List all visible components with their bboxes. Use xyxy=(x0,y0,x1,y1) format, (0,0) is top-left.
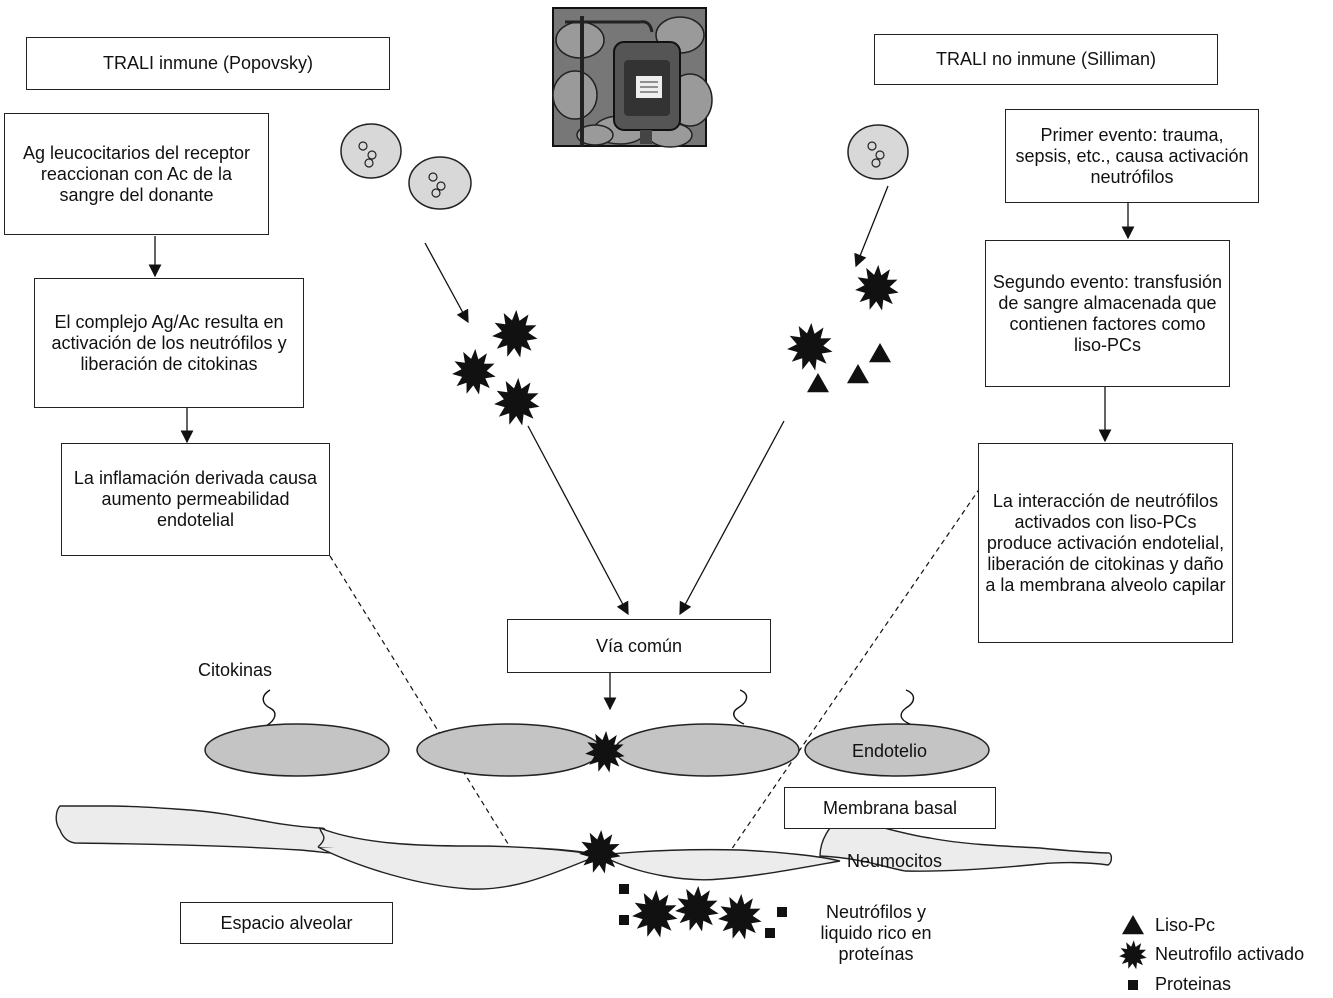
right-title: TRALI no inmune (Silliman) xyxy=(935,49,1157,69)
right-step1-text: Primer evento: trauma, sepsis, etc., cau… xyxy=(1015,124,1249,187)
activated-neutrophil-icon xyxy=(579,830,621,874)
right-step3-text: La interacción de neutrófilos activados … xyxy=(985,490,1226,595)
activated-neutrophil-icon xyxy=(855,264,899,311)
activated-neutrophil-icon xyxy=(718,893,762,940)
square-icon xyxy=(1128,980,1138,990)
square-icon xyxy=(777,907,787,917)
activated-neutrophil-icon xyxy=(787,322,833,371)
common-path-text: Vía común xyxy=(595,635,683,656)
right-step1-box: Primer evento: trauma, sepsis, etc., cau… xyxy=(1005,109,1259,203)
activated-neutrophil-icon xyxy=(675,885,719,932)
right-title-box: TRALI no inmune (Silliman) xyxy=(874,34,1218,85)
left-step3-text: La inflamación derivada causa aumento pe… xyxy=(73,468,318,530)
square-icon xyxy=(619,884,629,894)
left-step2-box: El complejo Ag/Ac resulta en activación … xyxy=(34,278,304,408)
pneumocyte-layer xyxy=(55,805,1113,890)
triangle-icon xyxy=(1122,915,1144,935)
membrana-basal-label: Membrana basal xyxy=(822,797,958,818)
square-icon xyxy=(619,915,629,925)
legend-label-liso-pc: Liso-Pc xyxy=(1155,915,1216,935)
left-step1-box: Ag leucocitarios del receptor reaccionan… xyxy=(4,113,269,235)
activated-neutrophil-icon xyxy=(632,889,678,938)
left-step3-box: La inflamación derivada causa aumento pe… xyxy=(61,443,330,556)
endothelial-cells xyxy=(204,723,990,777)
legend-item-neutrofilo: Neutrofilo activado xyxy=(1155,943,1304,965)
common-path-box: Vía común xyxy=(507,619,771,673)
right-step3-box: La interacción de neutrófilos activados … xyxy=(978,443,1233,643)
legend-item-liso-pc: Liso-Pc xyxy=(1155,914,1215,936)
neutrofilos-liquido-label: Neutrófilos y liquido rico en proteínas xyxy=(820,902,932,964)
legend-label-neutrofilo: Neutrofilo activado xyxy=(1155,944,1305,964)
espacio-alveolar-box: Espacio alveolar xyxy=(180,902,393,944)
endotelio-label: Endotelio xyxy=(852,741,928,761)
left-step2-text: El complejo Ag/Ac resulta en activación … xyxy=(51,311,287,374)
left-title: TRALI inmune (Popovsky) xyxy=(102,53,314,73)
activated-neutrophil-icon xyxy=(452,348,496,395)
left-title-box: TRALI inmune (Popovsky) xyxy=(26,37,390,90)
blood-bag-illustration xyxy=(552,7,713,148)
right-step2-box: Segundo evento: transfusión de sangre al… xyxy=(985,240,1230,387)
triangle-icon xyxy=(807,373,829,393)
activated-neutrophil-icon xyxy=(1119,940,1147,970)
activated-neutrophil-icon xyxy=(494,377,540,426)
legend-item-proteinas: Proteinas xyxy=(1155,973,1231,995)
triangle-icon xyxy=(869,343,891,363)
activated-neutrophil-icon xyxy=(492,309,538,358)
left-step1-text: Ag leucocitarios del receptor reaccionan… xyxy=(22,142,251,205)
membrana-basal-box: Membrana basal xyxy=(784,787,996,829)
right-step2-text: Segundo evento: transfusión de sangre al… xyxy=(992,271,1223,355)
activated-neutrophil-icon xyxy=(585,731,625,773)
legend-label-proteinas: Proteinas xyxy=(1155,974,1232,994)
neumocitos-label: Neumocitos xyxy=(847,851,943,871)
square-icon xyxy=(765,928,775,938)
espacio-alveolar-label: Espacio alveolar xyxy=(220,912,353,933)
triangle-icon xyxy=(847,364,869,384)
citokinas-label: Citokinas xyxy=(198,660,273,680)
